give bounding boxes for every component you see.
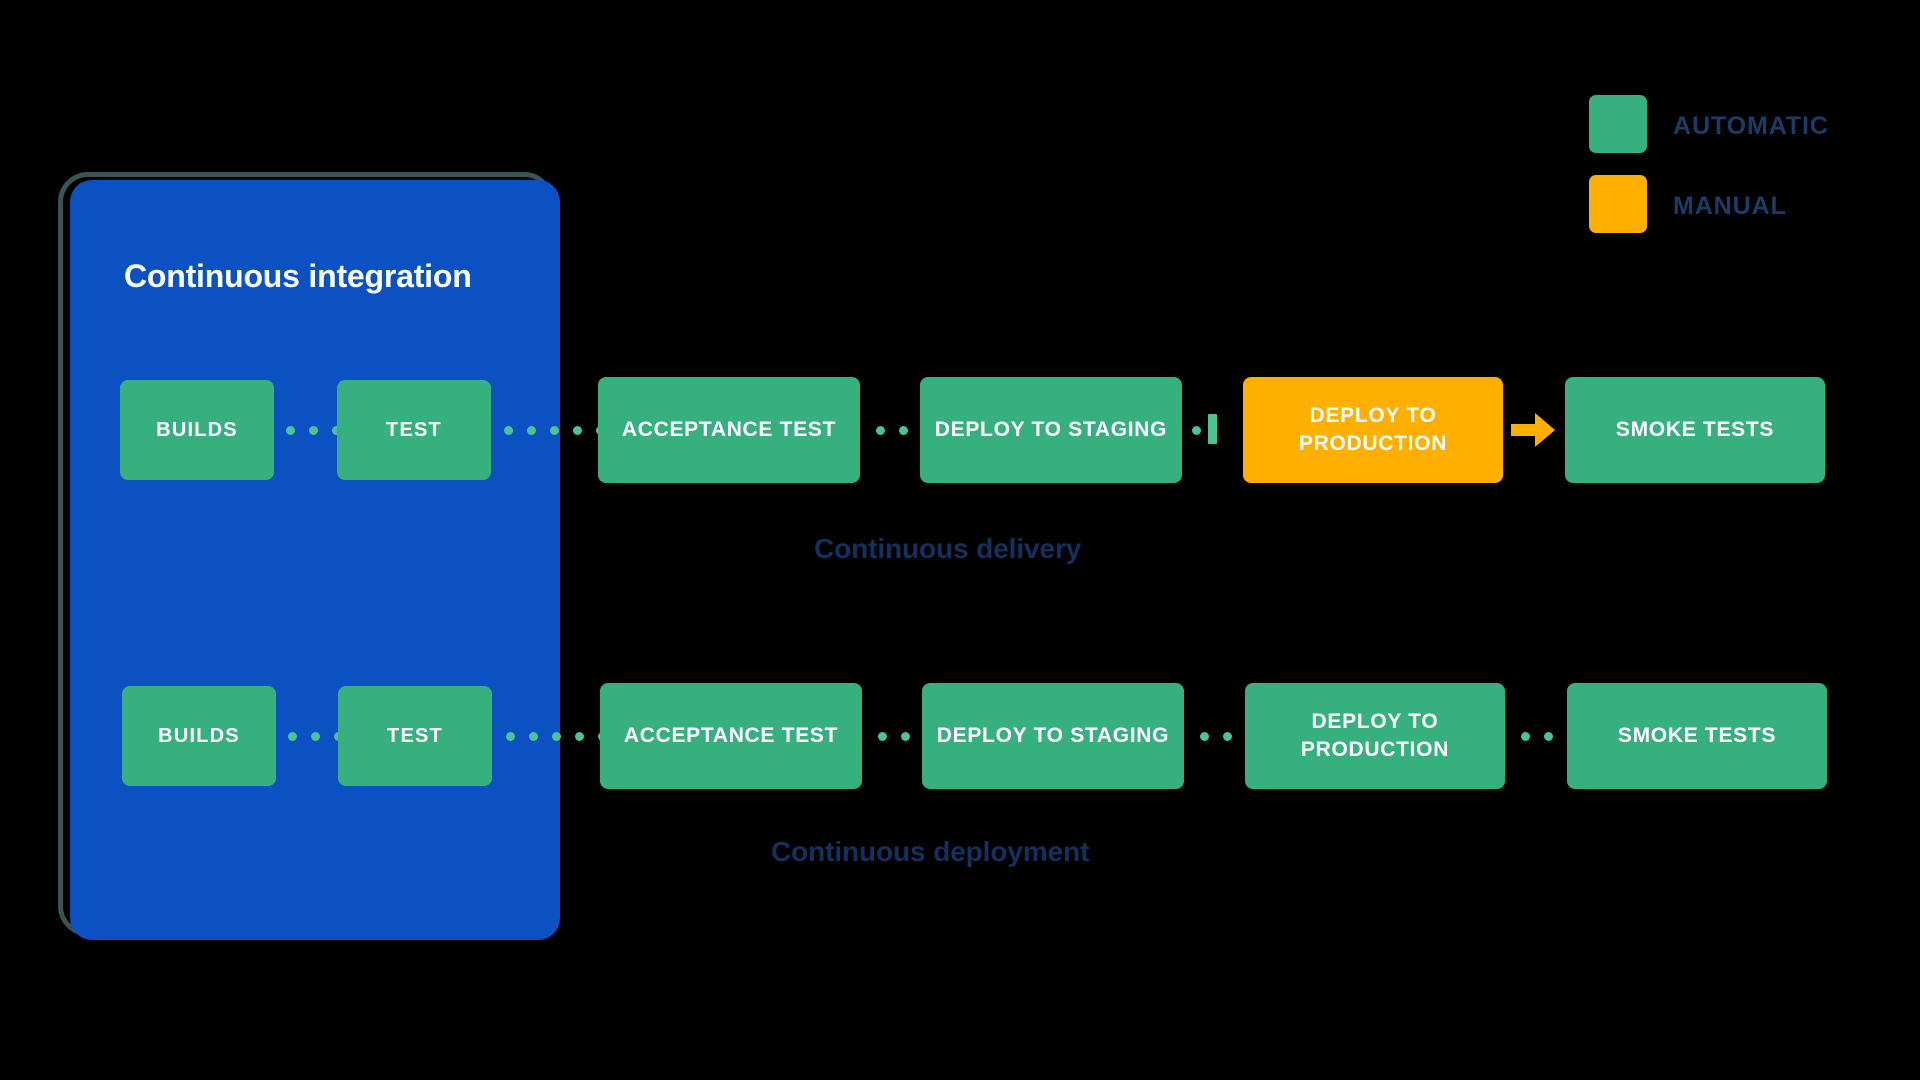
connector-dot bbox=[575, 731, 584, 741]
connector-dot bbox=[506, 731, 515, 741]
connector-dot bbox=[573, 425, 582, 435]
arrow-right-icon bbox=[1511, 413, 1555, 447]
ci-panel-title: Continuous integration bbox=[124, 258, 472, 294]
stage-test-deployment[interactable]: TEST bbox=[338, 686, 492, 786]
stage-deploy-to-production-deployment[interactable]: DEPLOY TO PRODUCTION bbox=[1245, 683, 1505, 789]
stage-builds-delivery[interactable]: BUILDS bbox=[120, 380, 274, 480]
connector-dot bbox=[1192, 425, 1201, 435]
connector-dot bbox=[876, 425, 885, 435]
connector-dot bbox=[899, 425, 908, 435]
connector-dot bbox=[332, 425, 341, 435]
ci-panel bbox=[70, 180, 560, 940]
connector-dot bbox=[550, 425, 559, 435]
stage-builds-deployment[interactable]: BUILDS bbox=[122, 686, 276, 786]
legend-swatch-manual bbox=[1589, 175, 1647, 233]
connector-dot bbox=[901, 731, 910, 741]
connector-dot bbox=[288, 731, 297, 741]
stage-acceptance-test-delivery[interactable]: ACCEPTANCE TEST bbox=[598, 377, 860, 483]
stage-deploy-to-staging-delivery[interactable]: DEPLOY TO STAGING bbox=[920, 377, 1182, 483]
connector-dot bbox=[1200, 731, 1209, 741]
connector-dot bbox=[1223, 731, 1232, 741]
connector-dot bbox=[1544, 731, 1553, 741]
connector-dot bbox=[552, 731, 561, 741]
connector-dot bbox=[878, 731, 887, 741]
manual-gate-bar-icon bbox=[1208, 414, 1217, 444]
connector-staging-production-delivery bbox=[1192, 424, 1201, 436]
connector-dot bbox=[286, 425, 295, 435]
connector-dot bbox=[504, 425, 513, 435]
connector-dot bbox=[311, 731, 320, 741]
legend-label-manual: MANUAL bbox=[1673, 192, 1787, 220]
connector-dot bbox=[529, 731, 538, 741]
stage-acceptance-test-deployment[interactable]: ACCEPTANCE TEST bbox=[600, 683, 862, 789]
stage-deploy-to-production-delivery[interactable]: DEPLOY TO PRODUCTION bbox=[1243, 377, 1503, 483]
stage-smoke-tests-delivery[interactable]: SMOKE TESTS bbox=[1565, 377, 1825, 483]
connector-dot bbox=[309, 425, 318, 435]
caption-continuous-delivery: Continuous delivery bbox=[814, 533, 1082, 564]
stage-test-delivery[interactable]: TEST bbox=[337, 380, 491, 480]
caption-continuous-deployment: Continuous deployment bbox=[771, 836, 1090, 867]
legend-label-automatic: AUTOMATIC bbox=[1673, 112, 1829, 140]
connector-dot bbox=[527, 425, 536, 435]
stage-smoke-tests-deployment[interactable]: SMOKE TESTS bbox=[1567, 683, 1827, 789]
connector-dot bbox=[1521, 731, 1530, 741]
legend-swatch-automatic bbox=[1589, 95, 1647, 153]
stage-deploy-to-staging-deployment[interactable]: DEPLOY TO STAGING bbox=[922, 683, 1184, 789]
